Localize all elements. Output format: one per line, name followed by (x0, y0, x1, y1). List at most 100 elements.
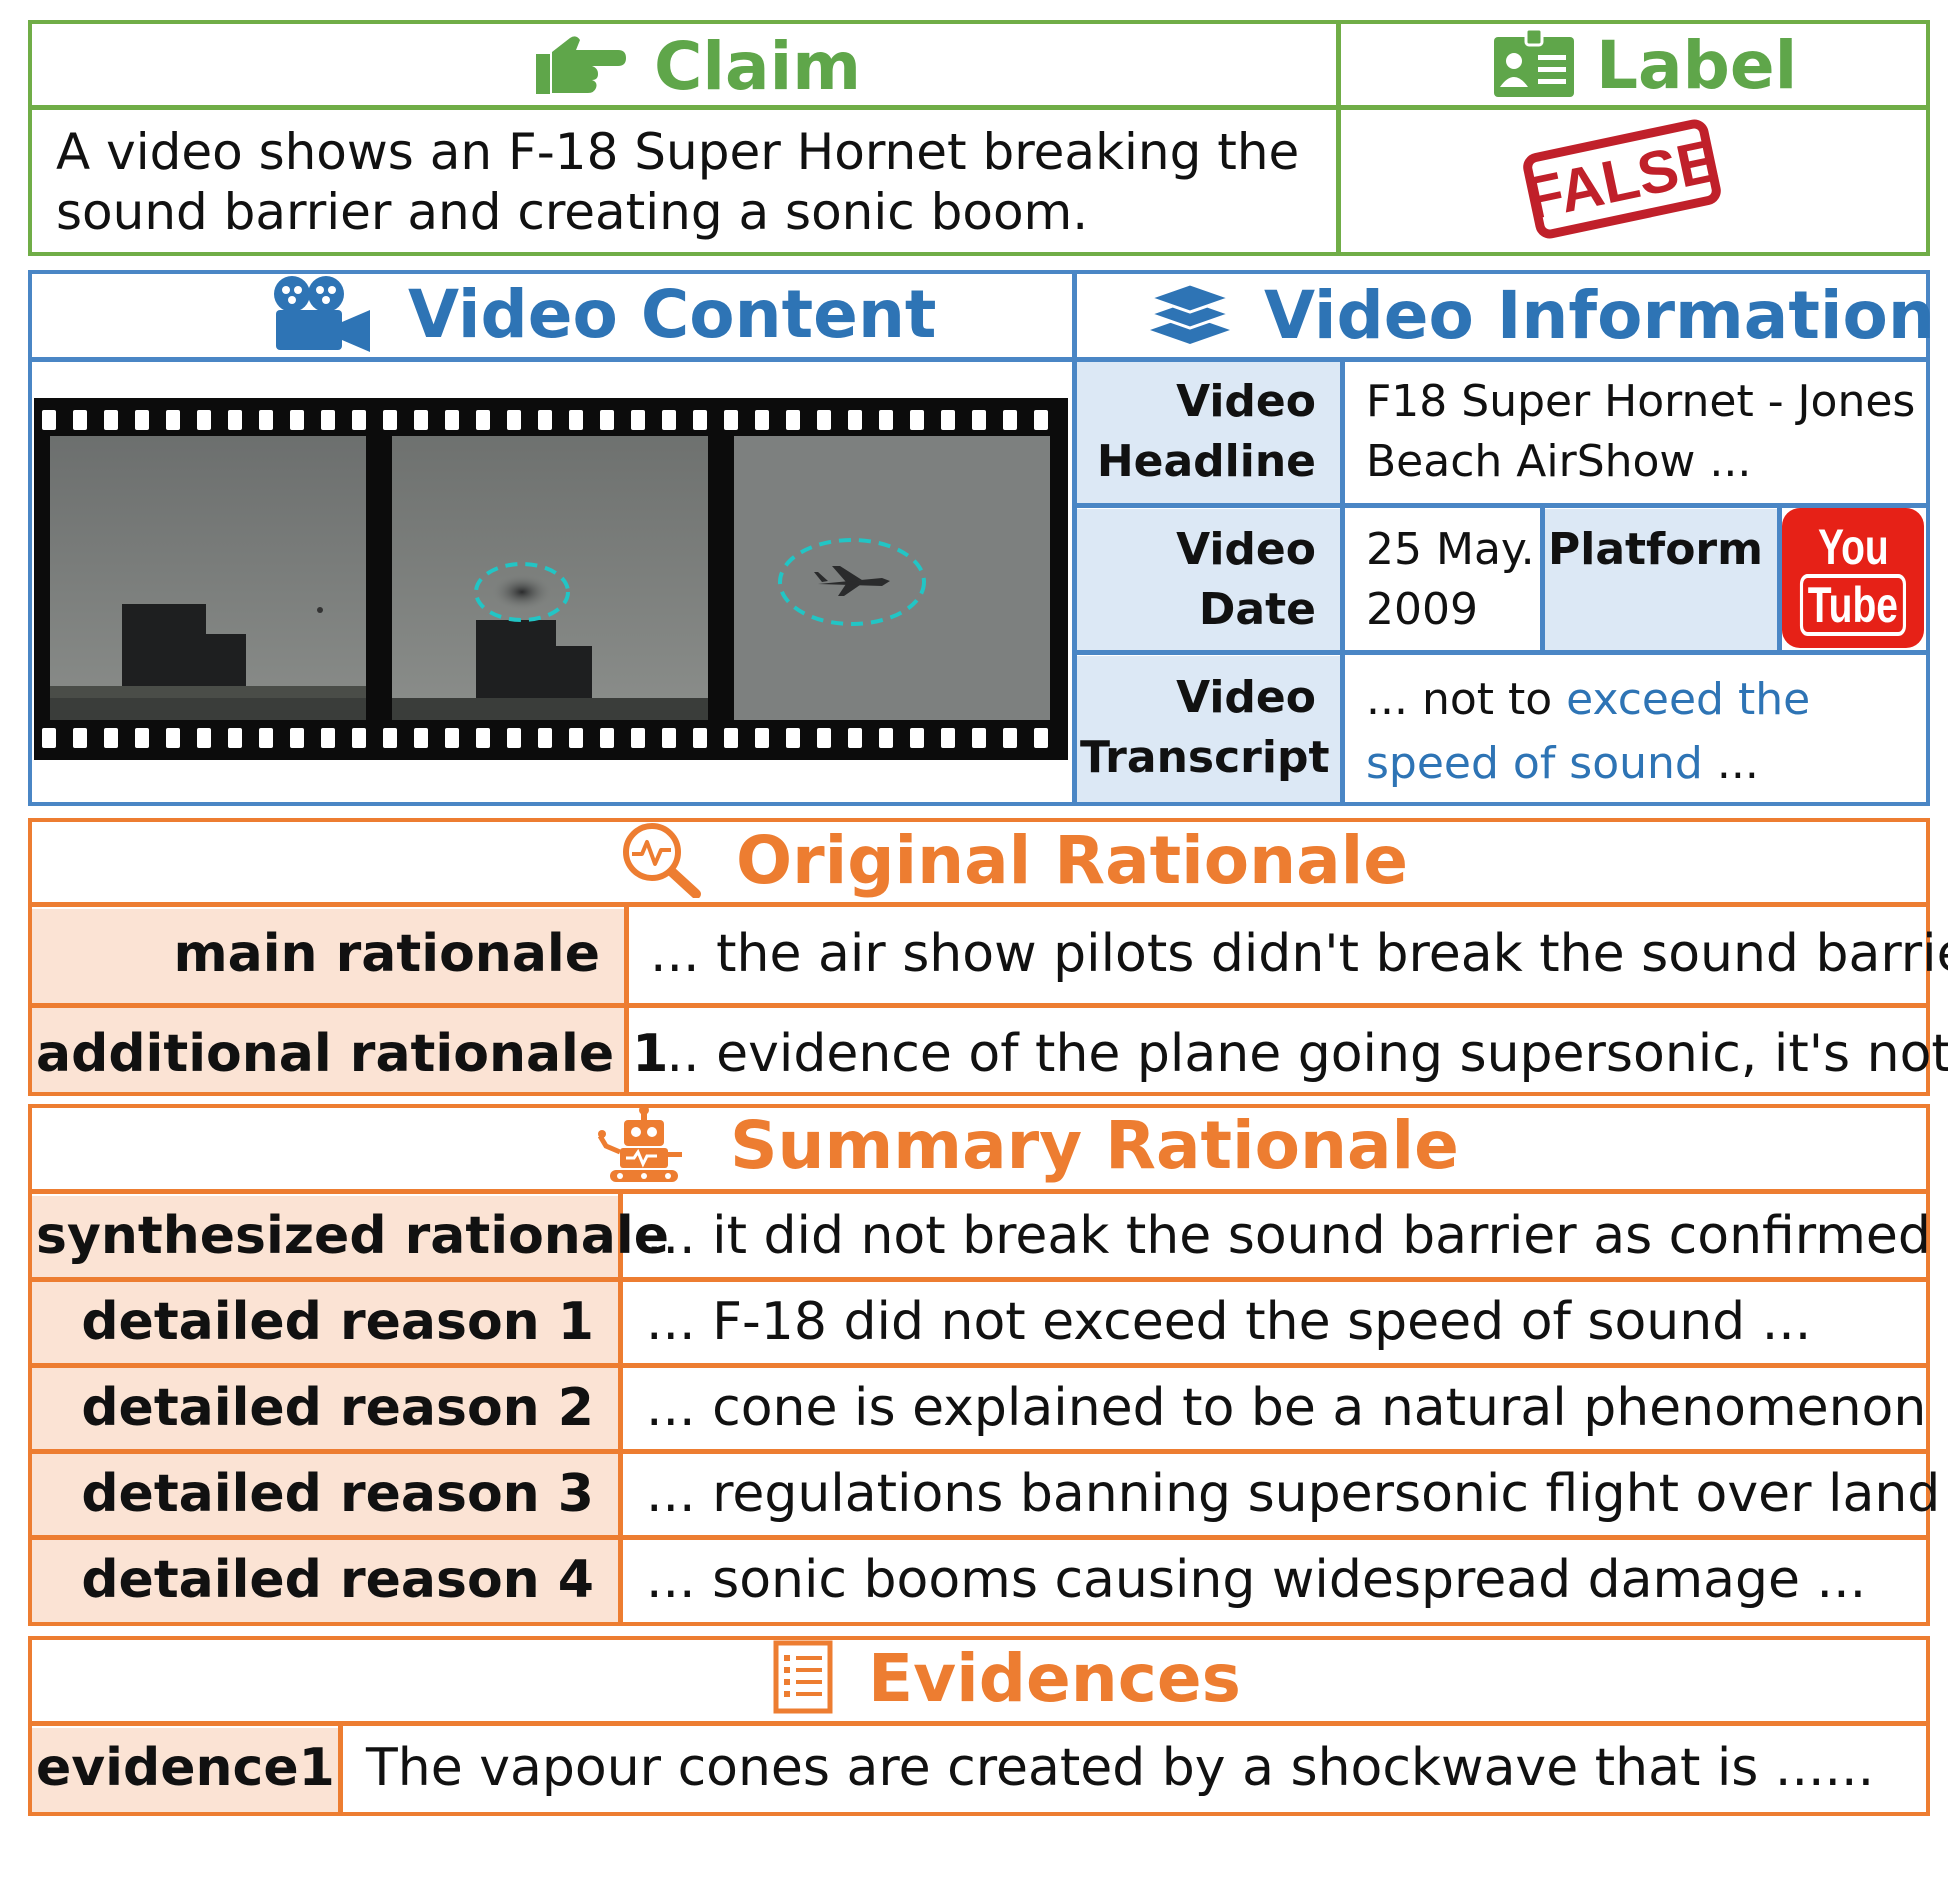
headline-label: Video Headline (1096, 376, 1316, 487)
sprocket-hole (166, 728, 180, 748)
sprocket-hole (724, 728, 738, 748)
sprocket-hole (42, 728, 56, 748)
jet-icon (814, 566, 890, 596)
sprocket-hole (1034, 728, 1048, 748)
synthesized-rationale-label: synthesized rationale (36, 1206, 669, 1266)
original-rationale-row-divider (28, 1003, 1930, 1008)
sprocket-hole (569, 728, 583, 748)
video-frame-3 (734, 436, 1050, 720)
sprocket-hole (662, 728, 676, 748)
checklist-icon (772, 1639, 834, 1719)
sprocket-hole (662, 410, 676, 430)
youtube-logo-you: You (1817, 519, 1889, 575)
video-content-divider (1072, 270, 1077, 806)
video-content-header: Video Content (270, 276, 936, 354)
summary-row-divider-2 (28, 1363, 1930, 1368)
claim-text: A video shows an F-18 Super Hornet break… (56, 122, 1326, 242)
false-stamp: FALSE (1520, 118, 1724, 240)
magnifier-pulse-icon (620, 820, 702, 902)
sprocket-hole (631, 728, 645, 748)
sprocket-hole (972, 728, 986, 748)
label-header: Label (1492, 27, 1798, 104)
sprocket-hole (445, 728, 459, 748)
sprocket-hole (228, 410, 242, 430)
detailed-reason-2-label: detailed reason 2 (81, 1378, 594, 1438)
main-rationale-label: main rationale (173, 924, 600, 984)
youtube-logo[interactable]: You Tube (1782, 508, 1924, 648)
sprocket-hole (383, 728, 397, 748)
sprocket-hole (197, 728, 211, 748)
sprocket-hole (972, 410, 986, 430)
evidences-header-divider (28, 1721, 1930, 1726)
sprocket-hole (321, 728, 335, 748)
sprocket-hole (786, 410, 800, 430)
sprocket-hole (848, 410, 862, 430)
summary-row-divider-3 (28, 1449, 1930, 1454)
sprocket-hole (941, 728, 955, 748)
sprocket-hole (352, 410, 366, 430)
sprocket-hole (135, 410, 149, 430)
headline-value: F18 Super Hornet - Jones Beach AirShow .… (1366, 376, 1916, 487)
robot-icon (597, 1104, 690, 1188)
sprocket-hole (848, 728, 862, 748)
sprocket-hole (538, 728, 552, 748)
video-panel (28, 270, 1930, 806)
date-label-cell (1077, 509, 1340, 651)
filmstrip-sprockets-bottom (34, 728, 1068, 748)
video-information-header: Video Information (1145, 277, 1935, 354)
video-information-title: Video Information (1264, 277, 1935, 354)
sprocket-hole (755, 728, 769, 748)
sprocket-hole (73, 410, 87, 430)
evidences-label-column (32, 1728, 338, 1812)
detailed-reason-2-value: ... cone is explained to be a natural ph… (646, 1378, 1948, 1438)
sprocket-hole (197, 410, 211, 430)
sprocket-hole (1034, 410, 1048, 430)
date-value: 25 May. 2009 (1366, 524, 1535, 635)
original-rationale-title: Original Rationale (736, 822, 1409, 899)
date-label: Video Date (1176, 524, 1316, 635)
sprocket-hole (104, 410, 118, 430)
summary-rationale-label-column (32, 1196, 618, 1622)
detailed-reason-1-label: detailed reason 1 (81, 1292, 594, 1352)
sprocket-hole (1003, 728, 1017, 748)
movie-camera-icon (270, 274, 374, 356)
additional-rationale-label: additional rationale 1 (36, 1024, 669, 1084)
label-title: Label (1596, 27, 1798, 104)
original-rationale-col-divider (624, 902, 629, 1096)
summary-col-divider (618, 1189, 623, 1626)
sprocket-hole (569, 410, 583, 430)
info-row-divider-2 (1072, 650, 1930, 655)
sprocket-hole (383, 410, 397, 430)
sprocket-hole (693, 410, 707, 430)
sprocket-hole (166, 410, 180, 430)
transcript-highlight-1: exceed the (1566, 674, 1811, 725)
transcript-highlight-2: speed of sound (1366, 738, 1703, 789)
sprocket-hole (414, 728, 428, 748)
original-rationale-label-column (32, 909, 624, 1092)
sprocket-hole (228, 728, 242, 748)
info-row-divider-1 (1072, 503, 1930, 508)
sprocket-hole (755, 410, 769, 430)
summary-row-divider-1 (28, 1277, 1930, 1282)
evidence-1-value: The vapour cones are created by a shockw… (366, 1738, 1875, 1798)
detailed-reason-3-value: ... regulations banning supersonic fligh… (646, 1464, 1948, 1524)
filmstrip-sprockets-top (34, 410, 1068, 430)
evidences-title: Evidences (868, 1640, 1241, 1717)
evidences-panel (28, 1636, 1930, 1816)
video-frame-2 (392, 436, 708, 720)
sprocket-hole (259, 410, 273, 430)
additional-rationale-value: ... evidence of the plane going superson… (650, 1024, 1948, 1084)
sprocket-hole (290, 728, 304, 748)
video-filmstrip[interactable] (34, 398, 1068, 760)
sprocket-hole (879, 728, 893, 748)
id-badge-icon (1492, 27, 1576, 103)
sprocket-hole (507, 410, 521, 430)
sprocket-hole (538, 410, 552, 430)
detailed-reason-4-value: ... sonic booms causing widespread damag… (646, 1550, 1867, 1610)
sprocket-hole (910, 410, 924, 430)
sprocket-hole (724, 410, 738, 430)
sprocket-hole (476, 410, 490, 430)
claim-text-line-2: sound barrier and creating a sonic boom. (56, 183, 1089, 241)
original-rationale-panel (28, 818, 1930, 1096)
main-rationale-value: ... the air show pilots didn't break the… (650, 924, 1948, 984)
